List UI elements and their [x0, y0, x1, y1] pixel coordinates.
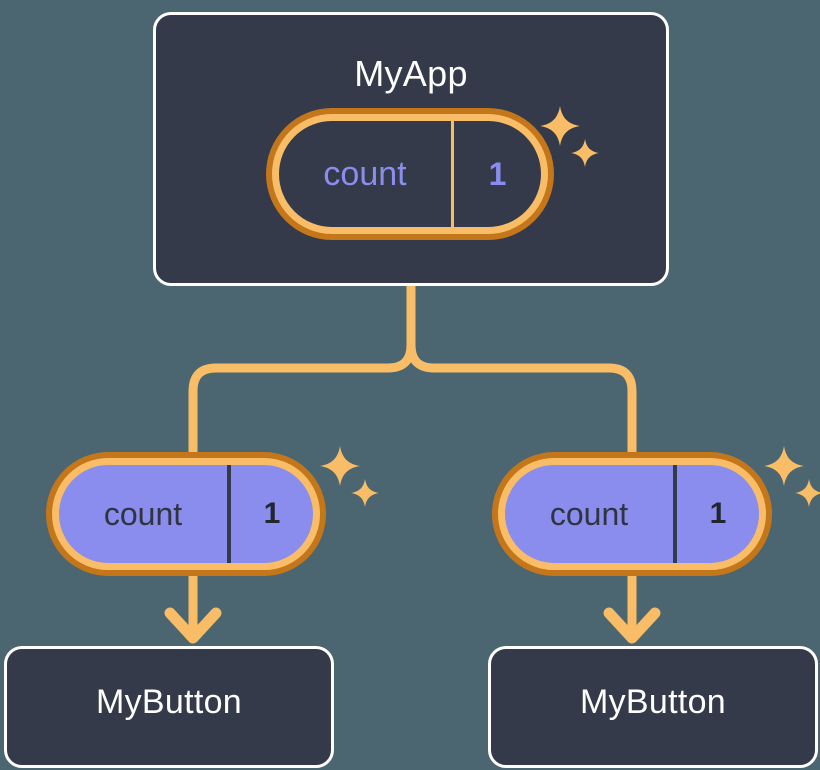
left-child-state-pill[interactable]: count 1 — [46, 452, 326, 576]
myapp-state-pill-inner: count 1 — [272, 114, 548, 234]
myapp-title: MyApp — [354, 53, 468, 94]
right-child-state-pill-inner: count 1 — [498, 458, 766, 570]
left-child-state-value: 1 — [227, 465, 313, 563]
mybutton-right-title: MyButton — [579, 683, 727, 721]
myapp-state-value: 1 — [451, 121, 541, 227]
myapp-state-pill[interactable]: count 1 — [266, 108, 554, 240]
mybutton-right-box[interactable]: MyButton — [488, 646, 818, 768]
connector-branch-to-right-state — [406, 344, 637, 460]
left-child-state-key: count — [103, 495, 183, 532]
left-child-state-pill-inner: count 1 — [52, 458, 320, 570]
right-child-state-pill[interactable]: count 1 — [492, 452, 772, 576]
right-child-state-key: count — [549, 495, 629, 532]
arrowhead-left-icon — [164, 607, 222, 644]
right-child-state-value: 1 — [673, 465, 759, 563]
mybutton-left-title: MyButton — [95, 683, 243, 721]
arrowhead-right-icon — [603, 607, 661, 644]
connector-root-to-branch — [387, 286, 416, 373]
myapp-state-key: count — [323, 154, 407, 193]
mybutton-left-box[interactable]: MyButton — [4, 646, 334, 768]
connector-branch-to-left-state — [188, 363, 388, 460]
